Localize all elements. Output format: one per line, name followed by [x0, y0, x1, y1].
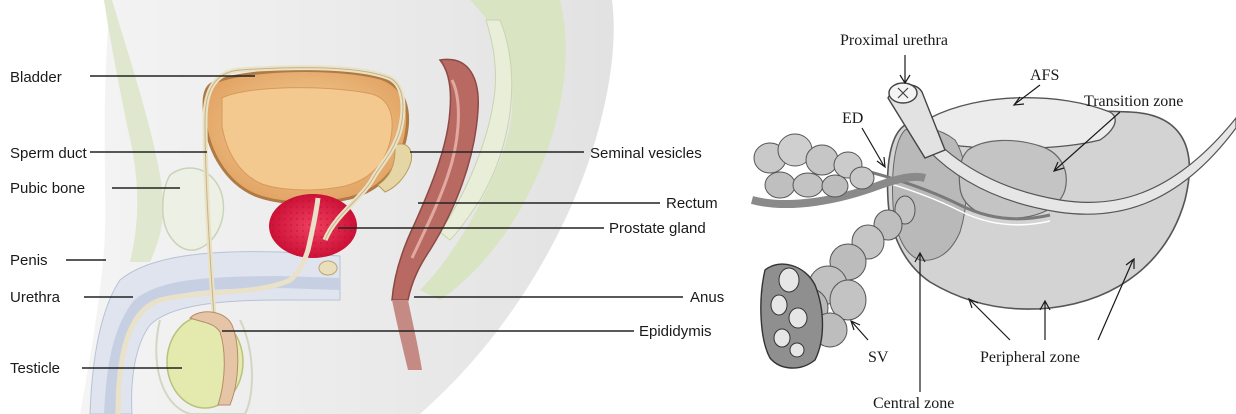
label-testicle: Testicle: [10, 360, 60, 377]
label-afs: AFS: [1030, 67, 1059, 84]
label-pubic-bone: Pubic bone: [10, 180, 85, 197]
label-sperm-duct: Sperm duct: [10, 145, 88, 162]
label-penis: Penis: [10, 252, 48, 269]
prostate-zones-illustration: [752, 83, 1236, 368]
label-urethra: Urethra: [10, 289, 61, 306]
label-anus: Anus: [690, 289, 724, 306]
label-epididymis: Epididymis: [639, 323, 712, 340]
label-transition-zone: Transition zone: [1084, 93, 1183, 110]
label-rectum: Rectum: [666, 195, 718, 212]
label-central-zone: Central zone: [873, 395, 954, 412]
bulbourethral-gland: [319, 261, 337, 275]
label-seminal-vesicles: Seminal vesicles: [590, 145, 702, 162]
arrow-proximal-urethra: [900, 55, 910, 83]
label-sv: SV: [868, 349, 889, 366]
label-proximal-urethra: Proximal urethra: [840, 32, 948, 49]
label-peripheral-zone: Peripheral zone: [980, 349, 1080, 366]
label-prostate-gland: Prostate gland: [609, 220, 706, 237]
arrow-sv: [851, 321, 868, 340]
label-ed: ED: [842, 110, 863, 127]
seminal-vesicle-upper: [754, 134, 874, 198]
arrow-peripheral-zone-2: [1040, 301, 1050, 340]
label-bladder: Bladder: [10, 69, 62, 86]
pelvis-illustration: [80, 0, 614, 414]
arrow-ed: [862, 128, 885, 167]
bladder-wall: [222, 88, 392, 190]
